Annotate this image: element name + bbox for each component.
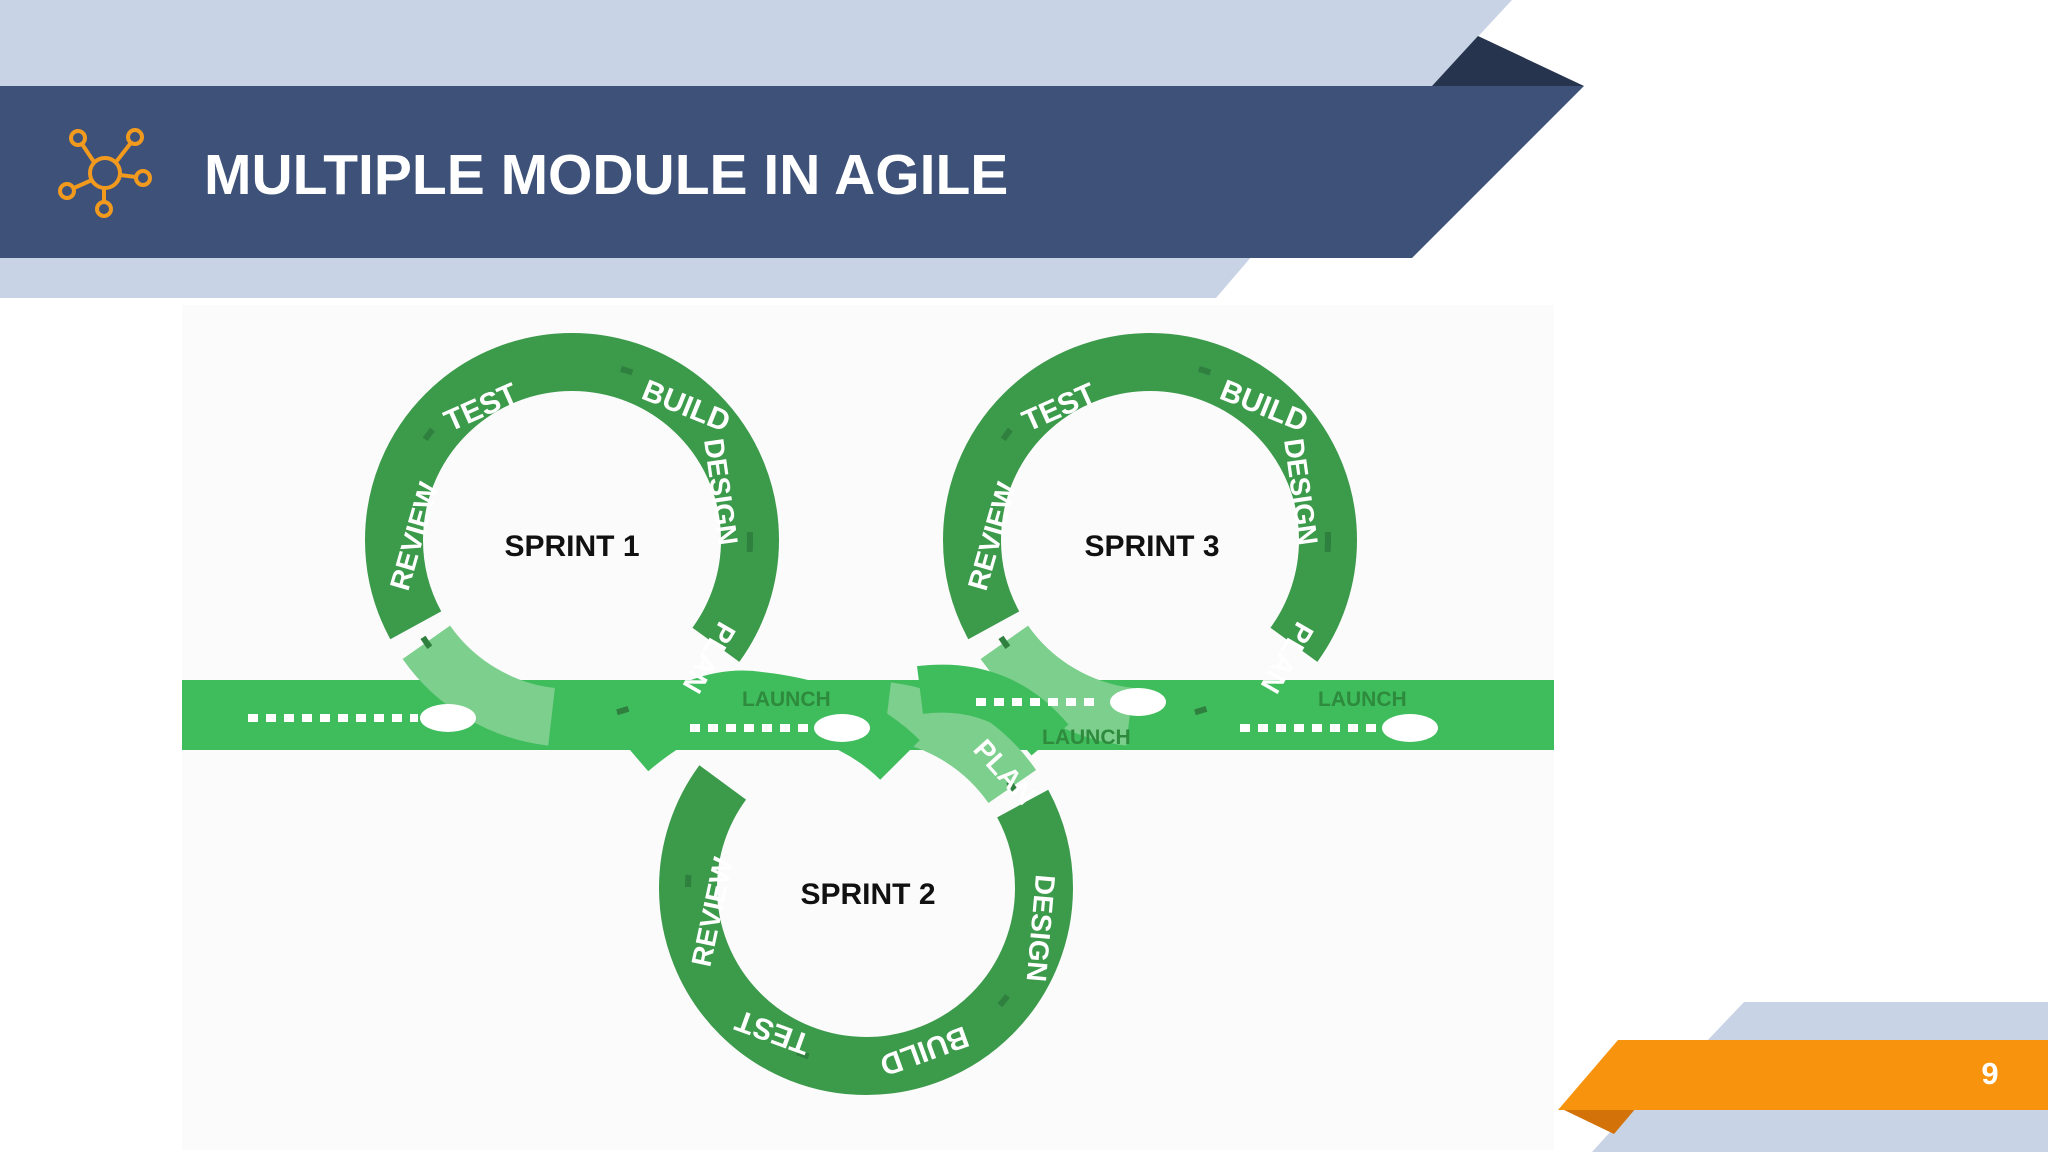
launch-rocket-icon — [1382, 714, 1438, 742]
network-hub-icon — [58, 128, 152, 218]
header-light-band-bottom — [0, 256, 1252, 298]
footer-light-band-top — [1706, 1002, 2048, 1042]
sprint-3-label: SPRINT 3 — [1084, 530, 1219, 563]
header-dark-band — [0, 86, 1584, 258]
launch-label-3: LAUNCH — [1318, 688, 1407, 711]
launch-rocket-icon — [420, 704, 476, 732]
page-title: MULTIPLE MODULE IN AGILE — [204, 143, 1009, 207]
sprint-3-cycle — [943, 333, 1357, 747]
sprint-1-label: SPRINT 1 — [504, 530, 639, 563]
header-shadow-triangle — [1432, 36, 1584, 86]
launch-label-2: LAUNCH — [1042, 726, 1131, 749]
track-curve-2 — [917, 664, 1069, 756]
page-number: 9 — [1981, 1056, 1999, 1091]
header-light-band-top — [0, 0, 1512, 86]
launch-rocket-icon — [814, 714, 870, 742]
sprint-2-cycle — [659, 681, 1073, 1095]
launch-rocket-icon — [1110, 688, 1166, 716]
footer-light-band-bottom — [1592, 1110, 2048, 1152]
footer-orange-band — [1558, 1040, 2048, 1110]
sprint-2-label: SPRINT 2 — [800, 878, 935, 911]
sprint-1-cycle — [365, 333, 779, 747]
launch-label-1: LAUNCH — [742, 688, 831, 711]
footer-orange-shadow — [1560, 1108, 1636, 1134]
